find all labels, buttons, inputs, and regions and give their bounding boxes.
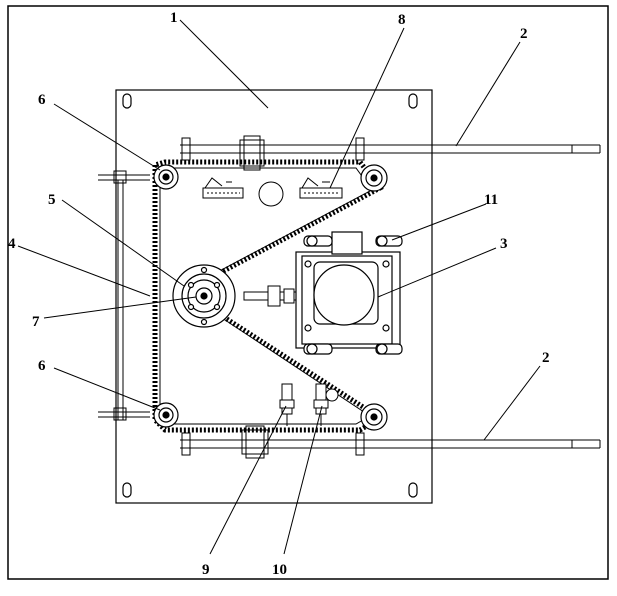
plate-holes — [258, 181, 339, 402]
callout-3: 3 — [500, 236, 508, 252]
callout-1: 1 — [170, 10, 178, 26]
idler-pulley-bottom-right — [360, 403, 388, 431]
callout-10: 10 — [272, 562, 287, 578]
idler-pulley-top-right — [360, 164, 388, 192]
callout-8: 8 — [398, 12, 406, 28]
proximity-sensor-left — [279, 383, 295, 426]
callout-11: 11 — [484, 192, 498, 208]
callout-5: 5 — [48, 192, 56, 208]
callout-2-top: 2 — [520, 26, 528, 42]
motor-block — [295, 231, 403, 355]
adjust-bolt — [243, 285, 301, 307]
callout-4: 4 — [8, 236, 16, 252]
left-rod — [98, 170, 150, 421]
limit-switch-left — [202, 177, 244, 199]
outer-frame — [7, 5, 609, 580]
callout-7: 7 — [32, 314, 40, 330]
idler-pulley-top-left — [153, 164, 179, 190]
callout-2-bottom: 2 — [542, 350, 550, 366]
callout-labels: 1 2 2 3 4 5 6 6 7 8 9 10 11 — [8, 10, 550, 578]
base-plate — [115, 89, 433, 504]
upper-rod — [180, 135, 601, 171]
callout-6-bottom: 6 — [38, 358, 46, 374]
lower-rod — [180, 425, 601, 459]
idler-pulley-bottom-left — [153, 402, 179, 428]
proximity-sensor-right — [313, 383, 329, 426]
limit-switch-right — [299, 177, 343, 199]
callout-9: 9 — [202, 562, 210, 578]
leader-lines — [17, 19, 541, 555]
drive-pulley — [172, 264, 236, 328]
callout-6-top: 6 — [38, 92, 46, 108]
